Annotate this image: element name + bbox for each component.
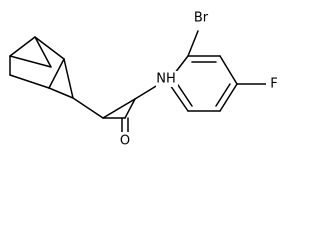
bicyclo-heptane-ring bbox=[9, 36, 74, 99]
chemical-structure: O NH Br F bbox=[9, 10, 278, 149]
bond bbox=[48, 87, 74, 99]
oxygen-label: O bbox=[120, 134, 130, 149]
bromine-label: Br bbox=[194, 11, 209, 26]
fluorine-label: F bbox=[270, 77, 277, 92]
bond bbox=[124, 98, 136, 119]
bond bbox=[9, 36, 36, 57]
bond bbox=[34, 36, 65, 60]
bond bbox=[219, 83, 238, 112]
bond bbox=[9, 55, 52, 68]
aromatic-bond bbox=[215, 83, 231, 107]
nitrogen-label: NH bbox=[156, 72, 176, 87]
bond bbox=[72, 97, 104, 119]
aromatic-bond bbox=[175, 81, 193, 107]
fluorobromophenyl-ring bbox=[167, 30, 268, 112]
bond bbox=[219, 55, 238, 85]
bond bbox=[63, 58, 74, 99]
bond bbox=[48, 58, 65, 89]
bond bbox=[34, 36, 52, 68]
bond bbox=[187, 30, 199, 57]
bond bbox=[102, 98, 136, 119]
bond bbox=[9, 74, 50, 89]
acetamide-linker bbox=[72, 79, 167, 136]
